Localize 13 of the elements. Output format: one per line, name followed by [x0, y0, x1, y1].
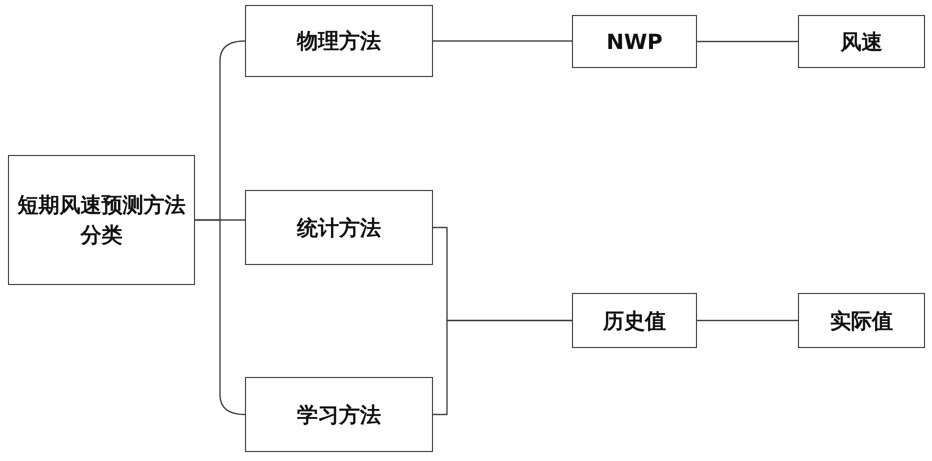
process-box: 学习方法	[245, 377, 433, 452]
root-box: 短期风速预测方法分类	[8, 155, 195, 285]
process-box: 物理方法	[245, 5, 433, 77]
process-box: 风速	[798, 15, 925, 68]
process-box: 统计方法	[245, 190, 433, 265]
connector-line	[433, 40, 572, 42]
process-box: 历史值	[572, 293, 697, 348]
connector-line	[195, 219, 246, 416]
process-box: 实际值	[798, 293, 925, 348]
connector-line	[433, 320, 572, 416]
connector-line	[697, 320, 798, 322]
process-box: NWP	[572, 15, 697, 68]
connector-line	[697, 40, 798, 42]
